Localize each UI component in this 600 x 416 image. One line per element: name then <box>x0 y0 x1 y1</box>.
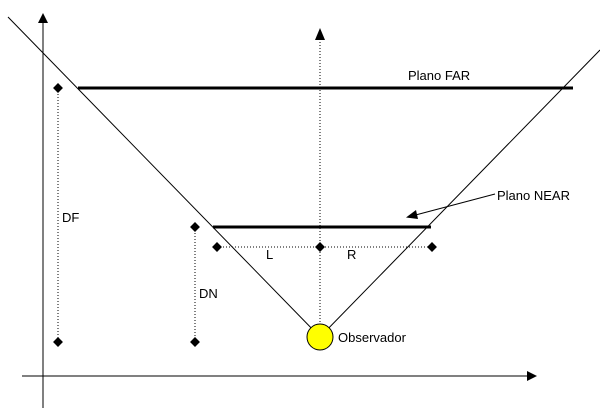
center-marker <box>315 242 325 252</box>
dn-bottom-marker <box>190 337 200 347</box>
dn-label: DN <box>199 286 218 301</box>
df-label: DF <box>62 210 79 225</box>
l-label: L <box>266 247 273 262</box>
frustum-right-edge <box>319 49 600 338</box>
right-marker <box>427 242 437 252</box>
df-bottom-marker <box>53 337 63 347</box>
view-axis-arrow <box>315 28 325 40</box>
df-top-marker <box>53 83 63 93</box>
frustum-left-edge <box>7 16 321 338</box>
r-label: R <box>347 247 356 262</box>
near-plane-label: Plano NEAR <box>497 188 570 203</box>
dn-top-marker <box>190 222 200 232</box>
near-label-pointer <box>407 193 496 218</box>
far-plane-label: Plano FAR <box>408 68 470 83</box>
left-marker <box>212 242 222 252</box>
near-label-arrowhead <box>406 210 418 219</box>
observer-label: Observador <box>338 330 407 345</box>
observer-point <box>306 323 334 351</box>
